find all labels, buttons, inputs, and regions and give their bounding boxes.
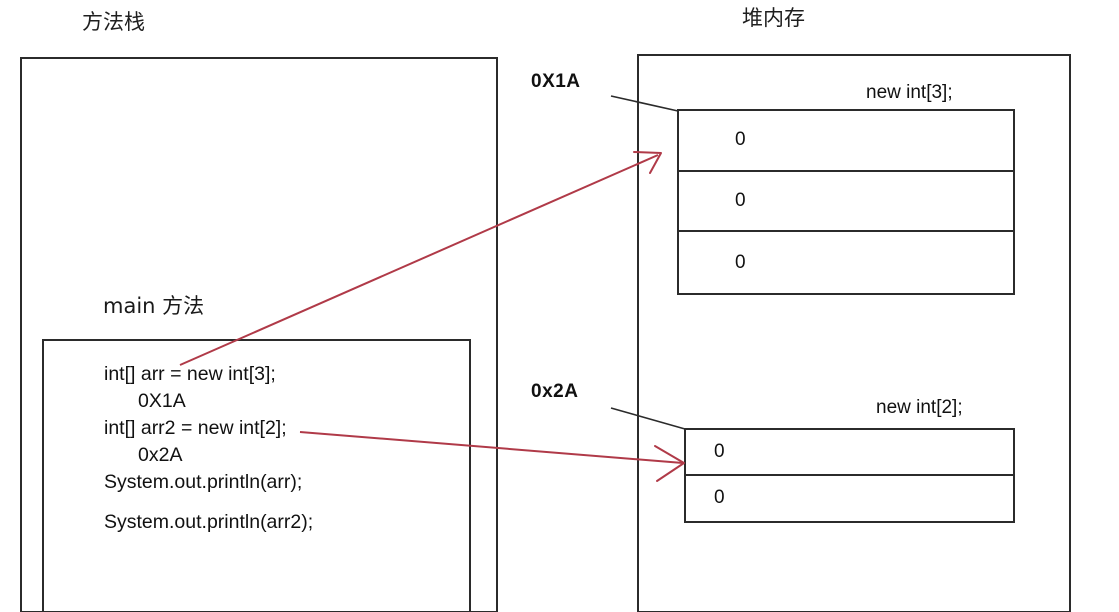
heap-section-title: 堆内存 (742, 6, 805, 30)
array-cell: 0 (679, 232, 1013, 293)
code-line-addr-arr2: 0x2A (138, 444, 183, 466)
stack-section-title: 方法栈 (82, 10, 145, 34)
code-line-blank (104, 496, 454, 509)
code-line-declare-arr: int[] arr = new int[3]; (104, 363, 276, 385)
code-line-addr-arr: 0X1A (138, 390, 186, 412)
heap-array-label-1: new int[2]; (876, 397, 963, 418)
array-cell: 0 (686, 476, 1013, 522)
array-cell-value: 0 (735, 251, 746, 273)
array-cell: 0 (686, 430, 1013, 476)
code-block: int[] arr = new int[3]; 0X1A int[] arr2 … (104, 361, 454, 536)
array-cell-value: 0 (735, 189, 746, 211)
code-line-print-arr: System.out.println(arr); (104, 471, 303, 493)
array-cell: 0 (679, 172, 1013, 233)
heap-array-label-0: new int[3]; (866, 82, 953, 103)
heap-array-box-1: 0 0 (684, 428, 1015, 523)
array-cell-value: 0 (714, 440, 725, 462)
heap-address-label-first: 0X1A (531, 71, 581, 92)
heap-address-label-second: 0x2A (531, 381, 579, 402)
array-cell-value: 0 (714, 487, 725, 509)
array-cell: 0 (679, 111, 1013, 172)
code-line-declare-arr2: int[] arr2 = new int[2]; (104, 417, 287, 439)
main-method-label: main 方法 (103, 294, 205, 318)
array-cell-value: 0 (735, 129, 746, 151)
heap-array-box-0: 0 0 0 (677, 109, 1015, 295)
code-line-print-arr2: System.out.println(arr2); (104, 511, 314, 533)
